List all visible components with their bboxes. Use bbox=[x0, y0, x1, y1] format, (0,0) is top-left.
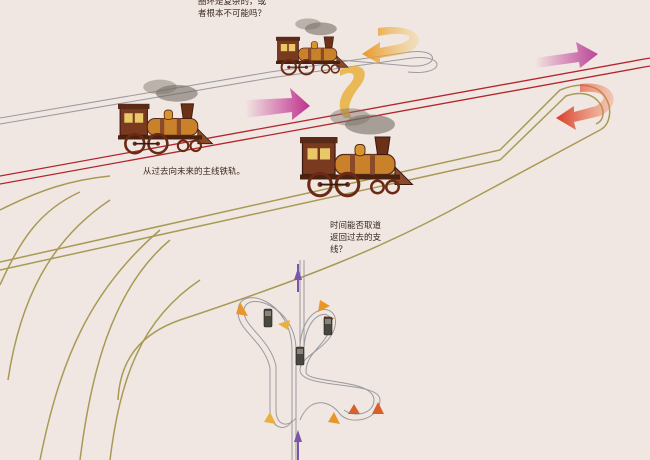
loop-diagram bbox=[237, 260, 381, 460]
curved-arrow-icon-red bbox=[556, 83, 614, 130]
caption-mainline: 从过去向未来的主线铁轨。 bbox=[143, 167, 246, 177]
upper-track bbox=[0, 50, 438, 125]
mainline-track bbox=[0, 57, 650, 185]
arrow-right-icon bbox=[245, 88, 310, 120]
curved-arrow-icon-orange bbox=[339, 26, 420, 118]
mini-locomotives bbox=[263, 308, 333, 366]
arrow-right-icon-2 bbox=[535, 42, 598, 68]
caption-branch-question: 时间能否取道 返回过去的支 线？ bbox=[330, 221, 382, 255]
caption-loop-question: 圈环是复杂的，或 者根本不可能吗？ bbox=[198, 0, 267, 19]
